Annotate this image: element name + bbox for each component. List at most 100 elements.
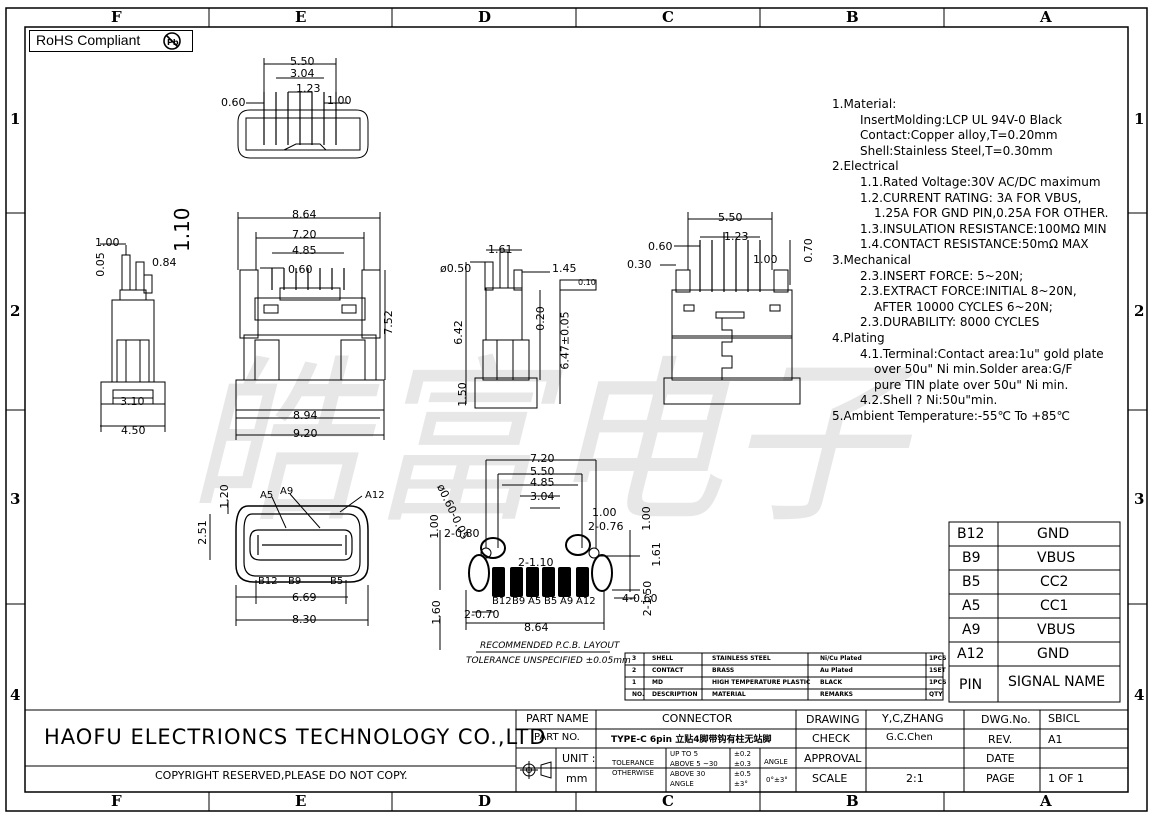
svg-text:Pb: Pb [167, 38, 179, 47]
page-label: PAGE [986, 772, 1015, 785]
side-view-left [100, 243, 166, 432]
dimension-label: 1.00 [639, 506, 653, 531]
pin-table-signal: CC1 [1040, 598, 1069, 614]
bom-cell-remarks: Ni/Cu Plated [820, 655, 862, 662]
tolerance-value: ±0.3 [734, 760, 751, 768]
zone-row-label: 2 [1134, 302, 1145, 320]
projection-symbol-icon [520, 761, 552, 779]
pin-label: B5 [330, 576, 344, 587]
dimension-label: 0.60 [288, 263, 313, 276]
dimension-label: 1.45 [552, 262, 577, 275]
bom-header-qty: QTY [929, 691, 943, 698]
bom-cell-no: 1 [632, 679, 637, 686]
dimension-label: 1.50 [455, 382, 469, 407]
angle-value: 0°±3° [766, 776, 788, 784]
spec-line: 1.1.Rated Voltage:30V AC/DC maximum [860, 174, 1101, 189]
pin-table-signal: CC2 [1040, 574, 1069, 590]
spec-line: 2.3.EXTRACT FORCE:INITIAL 8~20N, [860, 284, 1077, 299]
dimension-label: 9.20 [293, 427, 318, 440]
scale-label: SCALE [812, 772, 848, 785]
zone-column-label: C [662, 8, 674, 26]
rotated-dimension-label: 1.10 [170, 207, 194, 252]
bom-cell-remarks: Au Plated [820, 667, 853, 674]
zone-column-label: E [295, 792, 307, 810]
specifications: 1.Material:InsertMolding:LCP UL 94V-0 Bl… [832, 97, 1109, 424]
zone-row-label: 4 [1134, 686, 1145, 704]
dimension-label: 0.60 [221, 96, 246, 109]
zone-column-label: D [478, 792, 492, 810]
tolerance-range: ABOVE 5 ~30 [670, 760, 718, 768]
angle-label: ANGLE [764, 758, 788, 766]
dimension-label: 1.20 [217, 484, 231, 509]
pin-table-pin: B5 [962, 574, 981, 590]
spec-line: 1.2.CURRENT RATING: 3A FOR VBUS, [860, 190, 1082, 205]
top-view [237, 58, 369, 159]
dwg-no-label: DWG.No. [981, 713, 1031, 726]
company-name: HAOFU ELECTRIONCS TECHNOLOGY CO.,LTD [44, 725, 547, 749]
bom-cell-desc: CONTACT [652, 667, 684, 674]
dimension-label: 1.00 [753, 253, 778, 266]
unit-label: UNIT : [562, 752, 596, 765]
dimension-label: 8.94 [293, 409, 318, 422]
dimension-label: 7.20 [292, 228, 317, 241]
pin-label: A5 [260, 490, 274, 501]
pin-table-pin: B12 [957, 526, 985, 542]
tolerance-range: ABOVE 30 [670, 770, 706, 778]
pin-label: B12 [258, 576, 278, 587]
dimension-label: 1.61 [488, 243, 513, 256]
rohs-label: RoHS Compliant [36, 32, 141, 48]
pcb-pin-label: A5 [528, 596, 542, 607]
dimension-label: 3.04 [530, 490, 555, 503]
side-view-middle [465, 249, 597, 409]
bom-header-desc: DESCRIPTION [652, 691, 698, 698]
bom-cell-desc: SHELL [652, 655, 674, 662]
pcb-layout [439, 459, 640, 653]
dimension-label: 6.47±0.05 [558, 311, 572, 370]
watermark: 皓富电子 [185, 340, 905, 547]
spec-line: over 50u" Ni min.Solder area:G/F [874, 362, 1073, 377]
dimension-label: 1.00 [427, 514, 441, 539]
pin-table-signal: VBUS [1037, 550, 1076, 566]
dimension-label: 2-1.10 [518, 556, 554, 569]
dimension-label: 4.85 [292, 244, 317, 257]
spec-line: Contact:Copper alloy,T=0.20mm [860, 128, 1058, 143]
drawing-label: DRAWING [806, 713, 860, 726]
pcb-pin-label: B5 [544, 596, 558, 607]
spec-line: 1.25A FOR GND PIN,0.25A FOR OTHER. [874, 206, 1109, 221]
dimension-label: 8.64 [524, 621, 549, 634]
zone-row-label: 2 [10, 302, 21, 320]
dimension-label: 8.30 [292, 613, 317, 626]
dimension-label: 5.50 [530, 465, 555, 478]
rohs-badge: RoHS Compliant Pb [29, 30, 193, 52]
bom-cell-material: BRASS [712, 667, 735, 674]
page-value: 1 OF 1 [1048, 772, 1084, 785]
zone-column-label: F [111, 792, 122, 810]
bom-cell-desc: MD [652, 679, 663, 686]
pin-table-pin: B9 [962, 550, 981, 566]
pin-label: A9 [280, 486, 294, 497]
zone-row-label: 4 [10, 686, 21, 704]
check-label: CHECK [812, 732, 850, 745]
spec-line: 2.Electrical [832, 159, 899, 174]
bom-cell-qty: 1PCS [929, 655, 947, 662]
part-no-label: PART NO. [534, 732, 580, 743]
spec-line: 4.Plating [832, 330, 885, 345]
tolerance-range: ANGLE [670, 780, 694, 788]
tolerance-range: UP TO 5 [670, 750, 699, 758]
dimension-label: 8.64 [292, 208, 317, 221]
zone-column-label: D [478, 8, 492, 26]
zone-column-label: C [662, 792, 674, 810]
dimension-label: 4-0.60 [622, 592, 658, 605]
pin-table-signal: VBUS [1037, 622, 1076, 638]
tolerance-value: ±0.2 [734, 750, 751, 758]
pin-label: A12 [365, 490, 385, 501]
spec-line: 1.3.INSULATION RESISTANCE:100MΩ MIN [860, 221, 1107, 236]
zone-column-label: F [111, 8, 122, 26]
rev-label: REV. [988, 733, 1013, 746]
bom-cell-material: HIGH TEMPERATURE PLASTIC [712, 679, 811, 686]
pin-table-grid [948, 521, 1121, 703]
pin-table-pin: A9 [962, 622, 981, 638]
spec-line: AFTER 10000 CYCLES 6~20N; [874, 299, 1053, 314]
zone-row-label: 3 [10, 490, 21, 508]
